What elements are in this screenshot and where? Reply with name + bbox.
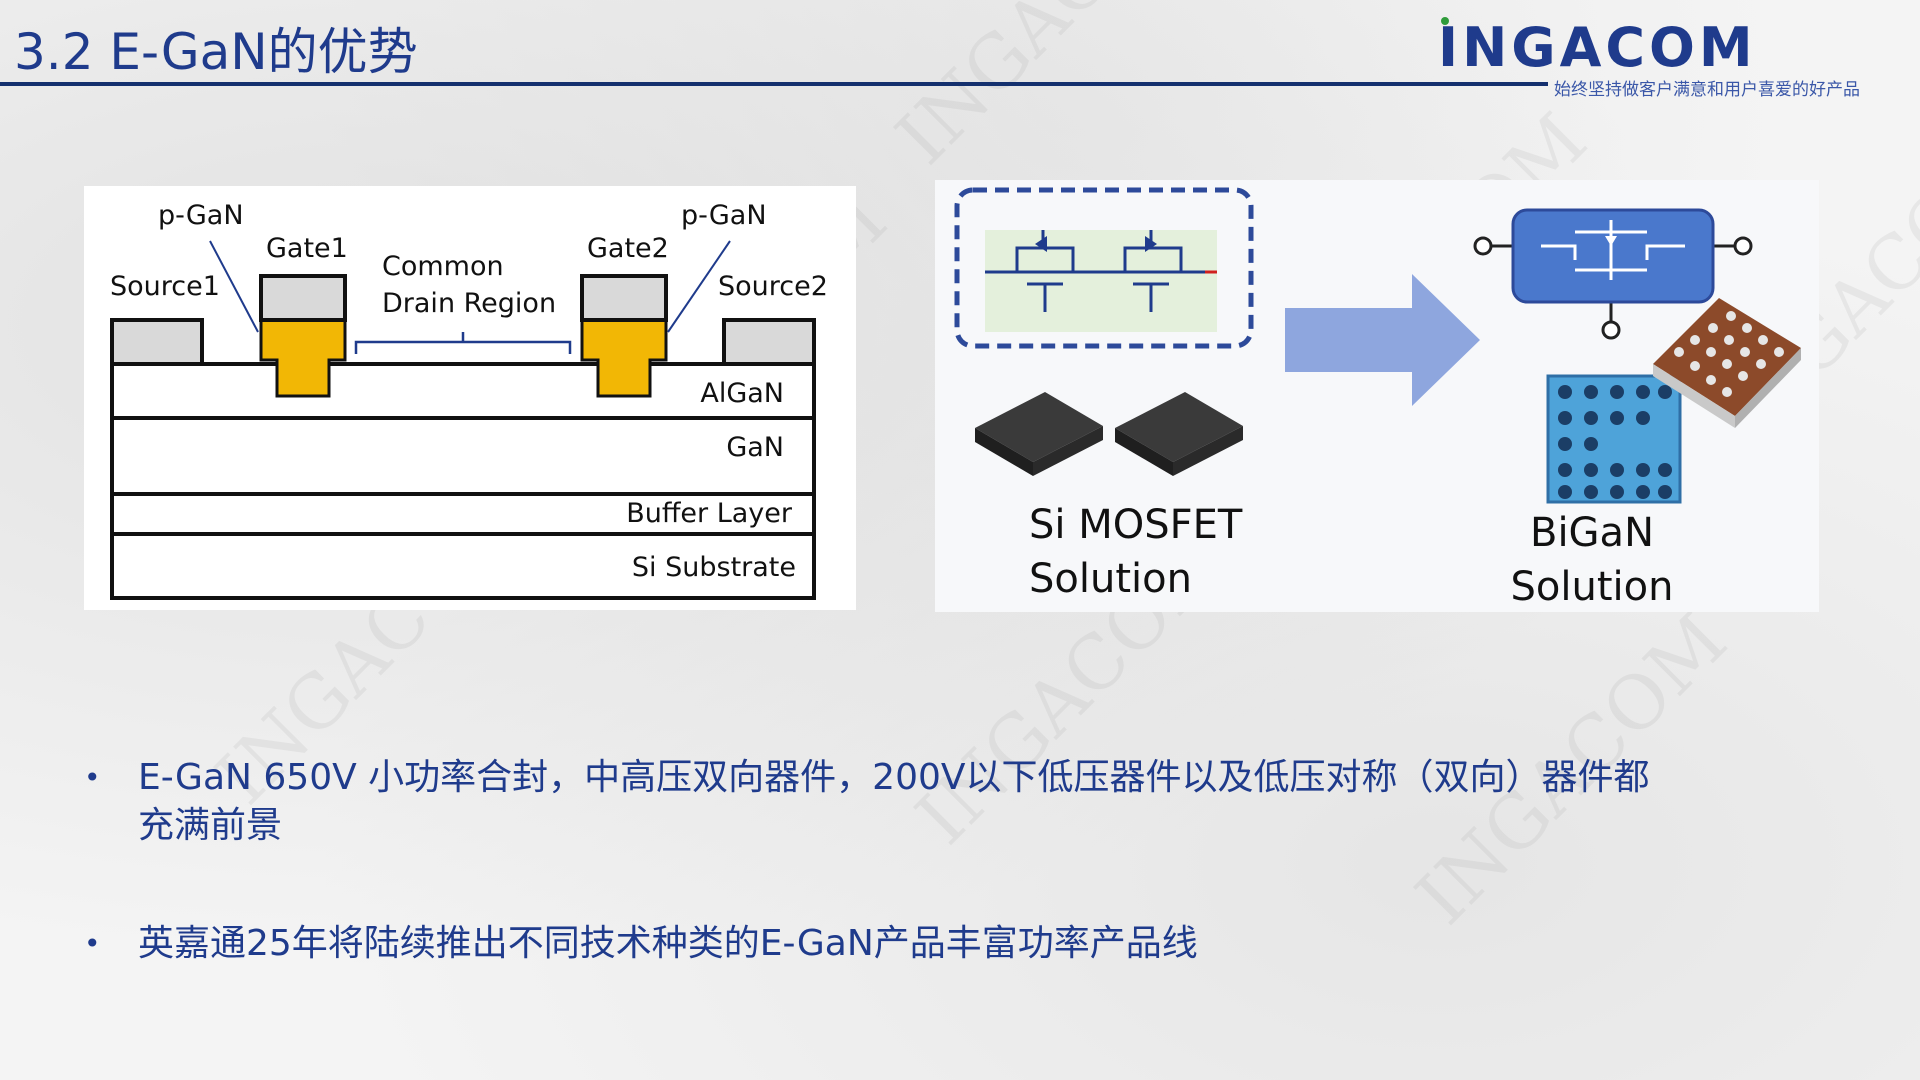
common-label: Common	[382, 251, 504, 282]
bullet-text-line2: 充满前景	[138, 805, 283, 846]
source2-label: Source2	[718, 271, 828, 302]
transition-arrow-icon	[1285, 274, 1480, 406]
source1-electrode	[110, 318, 204, 366]
brand-logo: INGACOM	[1438, 16, 1898, 76]
bullet-item: • 英嘉通25年将陆续推出不同技术种类的E-GaN产品丰富功率产品线	[80, 920, 1800, 968]
gate1-label: Gate1	[266, 233, 348, 264]
solution-comparison-diagram: Si MOSFET Solution	[935, 180, 1819, 612]
buffer-layer	[110, 492, 816, 536]
gate2-label: Gate2	[587, 233, 669, 264]
logo-text: INGACOM	[1438, 16, 1757, 76]
drain-region-label: Drain Region	[382, 288, 556, 319]
bullet-dot: •	[84, 927, 101, 960]
bullet-dot: •	[84, 761, 101, 794]
bigan-symbol-icon	[1473, 208, 1753, 340]
si-mosfet-label: Si MOSFET	[1029, 502, 1243, 548]
title-divider	[0, 82, 1548, 86]
gan-label: GaN	[726, 432, 784, 463]
source1-label: Source1	[110, 271, 220, 302]
pgan-left-label: p-GaN	[158, 200, 244, 231]
bullet-text-line1: E-GaN 650V 小功率合封，中高压双向器件，200V以下低压器件以及低压对…	[138, 757, 1650, 798]
algan-label: AlGaN	[700, 378, 784, 409]
bigan-chip-icon	[1546, 298, 1801, 504]
si-solution-label: Solution	[1029, 556, 1192, 602]
pgan-right-label: p-GaN	[681, 200, 767, 231]
gan-layer	[110, 416, 816, 496]
page-title: 3.2 E-GaN的优势	[14, 23, 418, 81]
bullet-list: • E-GaN 650V 小功率合封，中高压双向器件，200V以下低压器件以及低…	[80, 754, 1800, 968]
buffer-label: Buffer Layer	[626, 498, 793, 529]
gate2-electrode	[580, 274, 668, 322]
gate1-electrode	[259, 274, 347, 322]
schematic-bg	[985, 230, 1217, 332]
substrate-layer	[110, 532, 816, 600]
bigan-label: BiGaN	[1530, 510, 1654, 556]
bigan-solution-label: Solution	[1511, 564, 1674, 610]
brand-tagline: 始终坚持做客户满意和用户喜爱的好产品	[1554, 80, 1860, 100]
bullet-item: • E-GaN 650V 小功率合封，中高压双向器件，200V以下低压器件以及低…	[80, 754, 1800, 850]
source2-electrode	[722, 318, 816, 366]
pgan-gate1	[259, 318, 347, 398]
pgan-gate2	[580, 318, 668, 398]
gan-structure-diagram: p-GaN p-GaN Gate1 Gate2 Source1 Source2 …	[84, 186, 856, 610]
bullet-text-line1: 英嘉通25年将陆续推出不同技术种类的E-GaN产品丰富功率产品线	[138, 923, 1198, 964]
si-mosfet-chip-icon	[975, 392, 1243, 476]
substrate-label: Si Substrate	[632, 552, 796, 583]
